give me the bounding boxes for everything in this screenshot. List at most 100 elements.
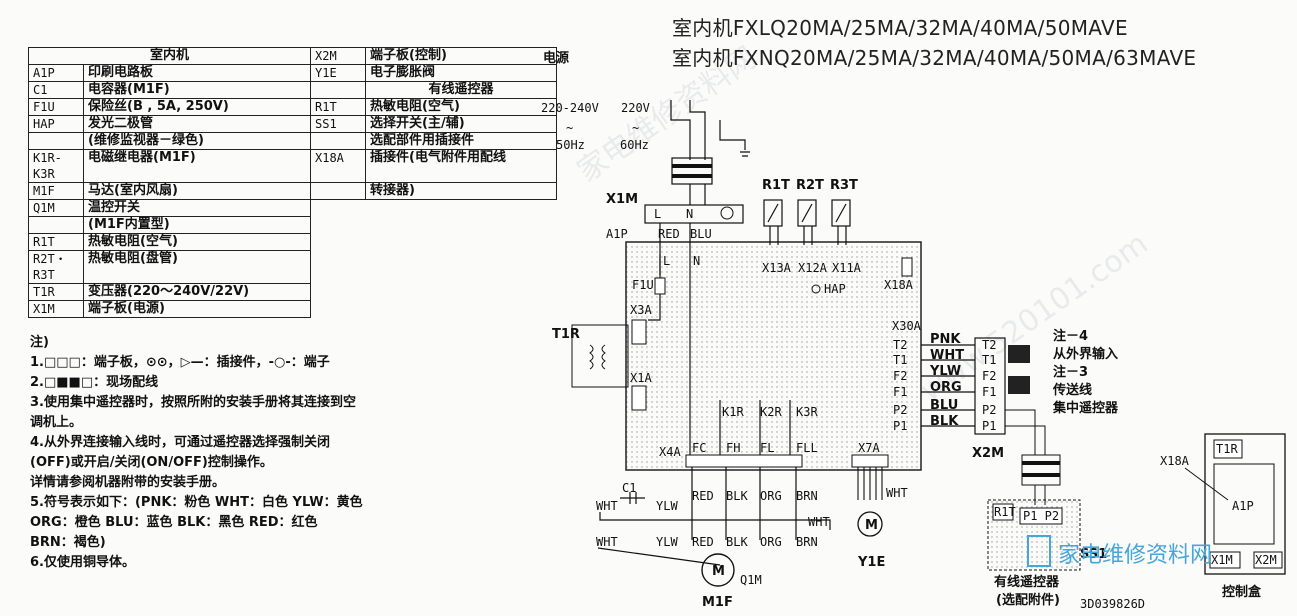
control-box-caption: 控制盒 xyxy=(1222,584,1262,600)
remote-r1t-box xyxy=(992,503,1014,521)
k1r-label: K1R xyxy=(722,405,744,419)
freq-1: 50Hz xyxy=(556,138,585,152)
pcb-n: N xyxy=(693,254,700,268)
hap-led xyxy=(811,284,821,294)
notes-block: 注) 1.□□□：端子板，⊙⊙，▷—：插接件，-○-：端子 2.□■■□：现场配… xyxy=(30,333,363,573)
term-right: T2 xyxy=(982,338,996,352)
k3r-label: K3R xyxy=(796,405,818,419)
bottom-wire: YLW xyxy=(656,535,678,549)
term-right: T1 xyxy=(982,353,996,367)
motor-wht: WHT xyxy=(808,515,830,529)
remote-caption-2: (选配附件) xyxy=(996,592,1060,608)
power-label: 电源 xyxy=(543,50,569,66)
pcb-l: L xyxy=(663,254,670,268)
legend-code: R1T xyxy=(310,98,366,116)
note-line: 4.从外界连接输入线时，可通过遥控器选择强制关闭 xyxy=(30,435,330,450)
legend-desc: 电容器(M1F) xyxy=(83,81,311,99)
legend-desc: (M1F内置型) xyxy=(83,216,311,234)
legend-desc: 马达(室内风扇) xyxy=(83,182,311,200)
term-right: P1 xyxy=(982,419,996,433)
wire-color: YLW xyxy=(929,364,961,379)
k2r-label: K2R xyxy=(760,405,782,419)
x4a-connector xyxy=(685,454,803,468)
terminal-l: L xyxy=(654,207,661,221)
box-t1r-rect xyxy=(1213,439,1243,459)
motor-wire: BRN xyxy=(796,489,818,503)
r3t-label: R3T xyxy=(830,178,858,193)
note-line: 5.符号表示如下：(PNK：粉色 WHT：白色 YLW：黄色 xyxy=(30,495,363,510)
hap-label: HAP xyxy=(824,282,846,296)
bottom-wire: ORG xyxy=(760,535,782,549)
x11a-label: X11A xyxy=(832,261,862,275)
ext-input-label: 从外界输入 xyxy=(1053,346,1118,362)
legend-code: T1R xyxy=(28,283,84,301)
wire-color: ORG xyxy=(930,380,962,395)
site-logo-text: 家电维修资料网 xyxy=(1058,543,1212,568)
x1a-connector xyxy=(631,385,647,411)
legend-desc: 选择开关(主/辅) xyxy=(365,115,557,133)
voltage-1: 220-240V xyxy=(541,101,599,115)
field-wiring-ext xyxy=(1008,345,1030,363)
x18a-label: X18A xyxy=(884,278,914,292)
document-code: 3D039826D xyxy=(1080,597,1145,611)
note-line: 详情请参阅机器附带的安装手册。 xyxy=(30,475,226,490)
note-line: 调机上。 xyxy=(30,415,83,430)
box-x18a-label: X18A xyxy=(1160,454,1190,468)
r1t-label: R1T xyxy=(762,178,790,193)
note-line: 2.□■■□：现场配线 xyxy=(30,375,159,390)
motor-wire: RED xyxy=(692,489,714,503)
legend-desc: 电磁继电器(M1F) xyxy=(83,149,311,183)
transformer-coils xyxy=(589,344,606,370)
c1-ylw: YLW xyxy=(656,499,678,513)
legend-desc: (维修监视器－绿色) xyxy=(83,132,311,150)
box-x2m: X2M xyxy=(1255,553,1277,567)
tilde-2: ~ xyxy=(632,121,639,135)
wire-color: BLK xyxy=(930,414,959,429)
ss1-label: SS1 xyxy=(1080,547,1107,562)
pin-fh: FH xyxy=(726,441,740,455)
pcb-a1p xyxy=(625,241,922,471)
x30a-label: X30A xyxy=(892,319,922,333)
voltage-2: 220V xyxy=(621,101,650,115)
term-left: F2 xyxy=(893,369,907,383)
remote-caption-1: 有线遥控器 xyxy=(994,574,1060,590)
x7a-label: X7A xyxy=(858,441,880,455)
x18a-pointer xyxy=(1184,467,1229,501)
term-left: T1 xyxy=(893,353,907,367)
note-line: (OFF)或开启/关闭(ON/OFF)控制操作。 xyxy=(30,455,273,470)
term-left: P2 xyxy=(893,403,907,417)
site-logo-icon xyxy=(1027,535,1051,567)
legend-code: A1P xyxy=(28,64,84,82)
note-line: 6.仅使用铜导体。 xyxy=(30,555,135,570)
c1-label: C1 xyxy=(622,481,636,495)
remote-r1t: R1T xyxy=(994,505,1016,519)
notes-title: 注) xyxy=(30,335,49,350)
legend-desc: 热敏电阻(空气) xyxy=(365,98,557,116)
note3-ref: 注－3 xyxy=(1053,364,1088,380)
central-remote-label: 集中遥控器 xyxy=(1052,400,1119,416)
pin-fc: FC xyxy=(692,441,706,455)
fuse-f1u xyxy=(654,277,666,295)
term-left: T2 xyxy=(893,338,907,352)
remote-p1p2: P1 P2 xyxy=(1023,509,1059,523)
c1-wht: WHT xyxy=(596,499,618,513)
x12a-label: X12A xyxy=(798,261,828,275)
wire-color: WHT xyxy=(930,348,964,363)
q1m-label: Q1M xyxy=(740,573,762,587)
motor-wire: BLK xyxy=(726,489,748,503)
motor-wire: ORG xyxy=(760,489,782,503)
box-x1m: X1M xyxy=(1211,553,1233,567)
x2m-to-remote xyxy=(1005,409,1061,505)
x13a-label: X13A xyxy=(762,261,792,275)
wire-blu: BLU xyxy=(690,227,712,241)
note-line: BRN：褐色) xyxy=(30,535,106,550)
pcb-internal-lines xyxy=(648,223,791,460)
term-left: F1 xyxy=(893,385,907,399)
field-wiring-trans xyxy=(1008,376,1030,394)
legend-desc: 端子板(电源) xyxy=(83,300,311,318)
pin-fll: FLL xyxy=(796,441,818,455)
x7a-connector xyxy=(851,454,889,468)
thermistor-symbols xyxy=(763,199,851,245)
box-x2m-rect xyxy=(1253,551,1283,569)
bottom-wire: BRN xyxy=(796,535,818,549)
